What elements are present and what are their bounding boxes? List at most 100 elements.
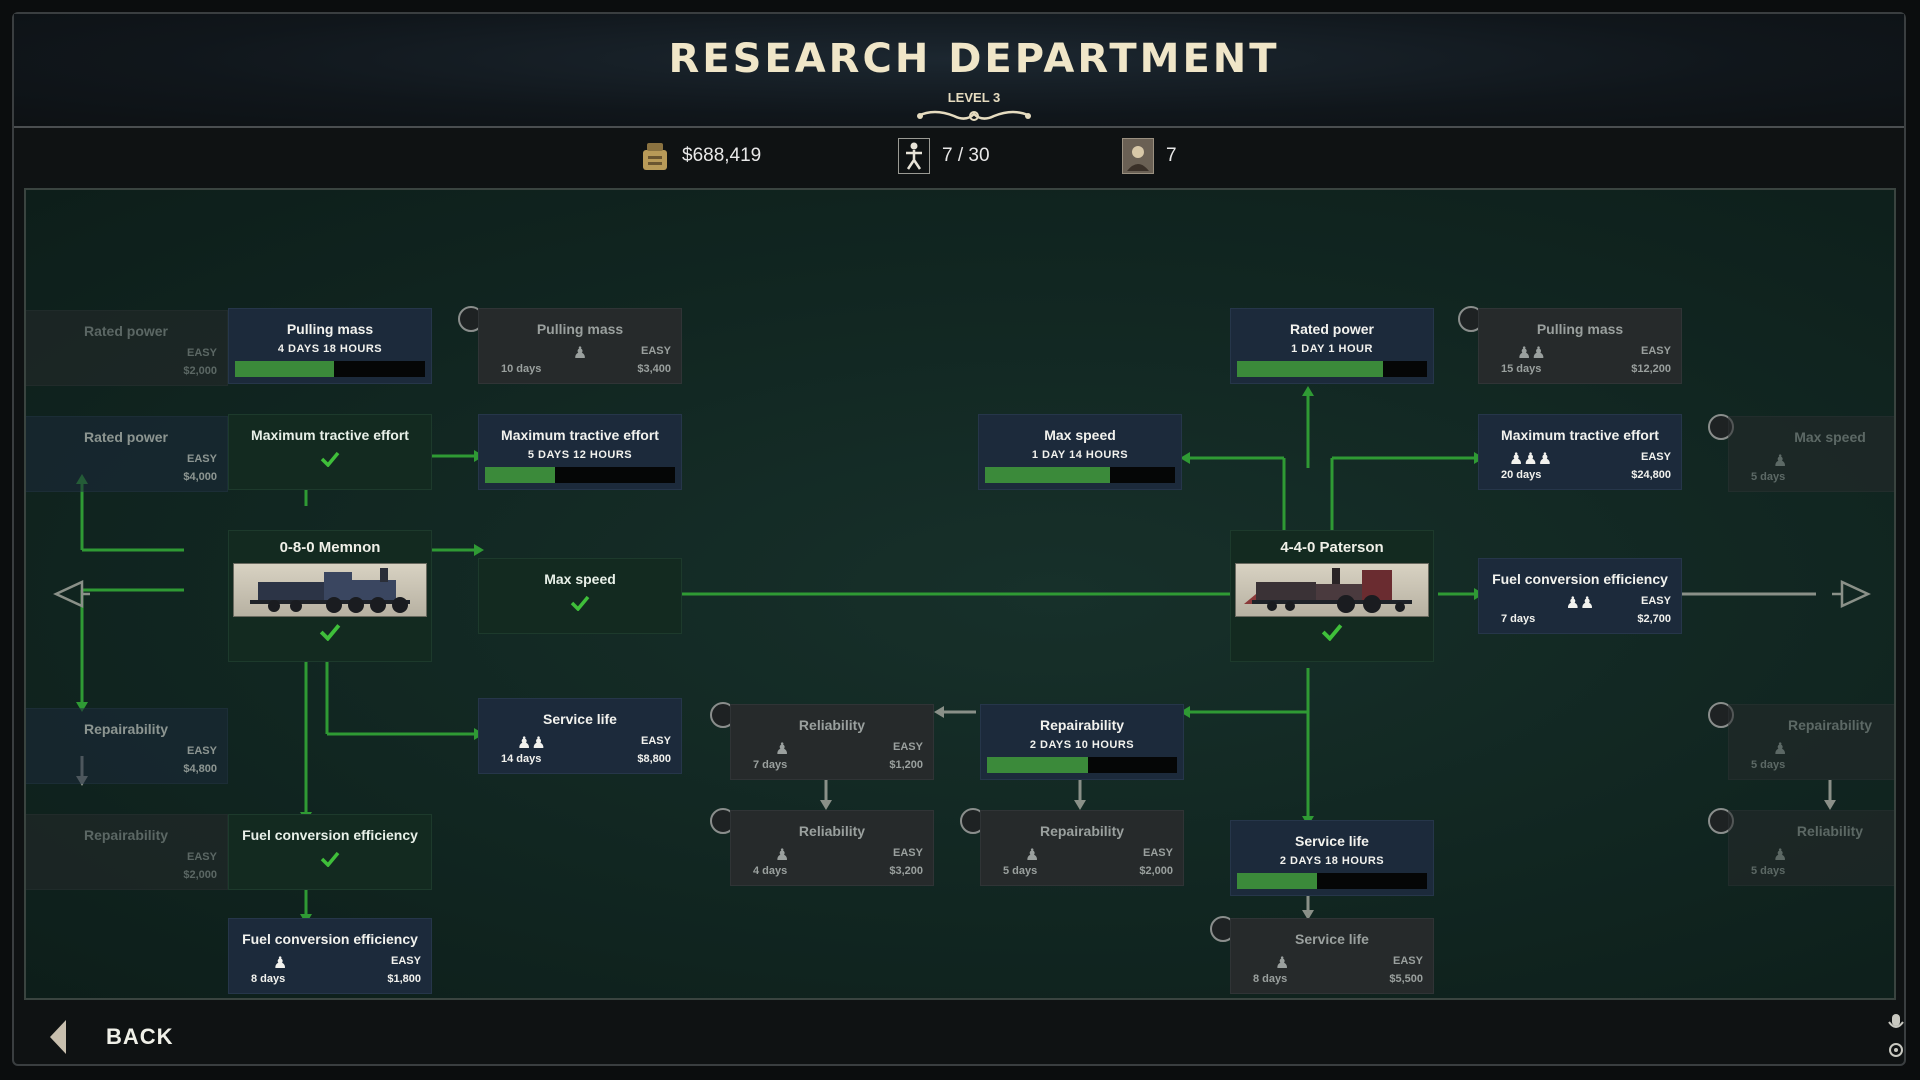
- node-difficulty: EASY: [187, 851, 217, 863]
- node-pulling-mass-paterson-locked[interactable]: Pulling mass ♟♟ EASY 15 days $12,200: [1478, 308, 1682, 384]
- node-difficulty: EASY: [1641, 595, 1671, 607]
- node-fuel-conv-memnon[interactable]: Fuel conversion efficiency ♟ EASY 8 days…: [228, 918, 432, 994]
- node-cost: $8,800: [637, 753, 671, 765]
- node-days: 15 days: [1501, 363, 1542, 375]
- back-arrow-icon: [50, 1020, 66, 1054]
- node-repairability-far-left[interactable]: Repairability EASY $4,800: [26, 708, 228, 784]
- node-rated-power-paterson[interactable]: Rated power 1 DAY 1 HOUR: [1230, 308, 1434, 384]
- locomotive-memnon[interactable]: 0-8-0 Memnon: [228, 530, 432, 662]
- checkmark-icon: [479, 595, 681, 616]
- worker-single-icon: ♟: [1025, 847, 1040, 864]
- money-bag-icon: [640, 139, 670, 173]
- node-rated-power-left[interactable]: Rated power EASY $4,000: [26, 416, 228, 492]
- node-service-life-memnon[interactable]: Service life ♟♟ EASY 14 days $8,800: [478, 698, 682, 774]
- node-days: 10 days: [501, 363, 542, 375]
- worker-icon: [898, 138, 930, 174]
- stats-bar: $688,419 7 / 30 7: [0, 130, 1920, 180]
- node-cost: $12,200: [1631, 363, 1671, 375]
- node-max-speed-done[interactable]: Max speed: [478, 558, 682, 634]
- node-name: Maximum tractive effort: [251, 427, 409, 443]
- node-days: 5 days: [1751, 471, 1786, 483]
- node-name: Rated power: [1289, 321, 1374, 337]
- locomotive-image: [233, 563, 427, 617]
- scientists-stat: 7: [1122, 138, 1177, 174]
- node-cost: $2,000: [183, 869, 217, 881]
- worker-pair-icon: ♟♟: [517, 735, 546, 752]
- node-service-life-paterson[interactable]: Service life 2 DAYS 18 HOURS: [1230, 820, 1434, 896]
- progress-bar: [235, 361, 425, 377]
- node-cost: $1,800: [387, 973, 421, 985]
- node-service-life-locked[interactable]: Service life ♟ EASY 8 days $5,500: [1230, 918, 1434, 994]
- node-cost: $24,800: [1631, 469, 1671, 481]
- node-time-remaining: 5 DAYS 12 HOURS: [527, 449, 633, 461]
- node-fuel-conv-paterson[interactable]: Fuel conversion efficiency ♟♟ EASY 7 day…: [1478, 558, 1682, 634]
- department-level: LEVEL 3: [947, 90, 1001, 105]
- node-days: 5 days: [1003, 865, 1038, 877]
- node-cost: $1,200: [889, 759, 923, 771]
- node-days: 4 days: [753, 865, 788, 877]
- node-time-remaining: 2 DAYS 18 HOURS: [1279, 855, 1385, 867]
- locomotive-icon: [250, 568, 410, 613]
- node-days: 7 days: [1501, 613, 1536, 625]
- node-reliability-b[interactable]: Reliability ♟ EASY 4 days $3,200: [730, 810, 934, 886]
- node-difficulty: EASY: [1393, 955, 1423, 967]
- progress-fill: [985, 467, 1111, 483]
- scientists-value: 7: [1166, 145, 1177, 166]
- node-cost: $3,200: [889, 865, 923, 877]
- money-value: $688,419: [682, 145, 762, 166]
- node-name: Service life: [543, 711, 617, 727]
- node-difficulty: EASY: [187, 453, 217, 465]
- locomotive-icon: [1244, 568, 1412, 613]
- locomotive-name: 4-4-0 Paterson: [1280, 539, 1384, 556]
- node-difficulty: EASY: [641, 345, 671, 357]
- node-max-tractive-paterson[interactable]: Maximum tractive effort ♟♟♟ EASY 20 days…: [1478, 414, 1682, 490]
- back-button[interactable]: BACK: [50, 1016, 174, 1058]
- worker-single-icon: ♟: [572, 345, 588, 362]
- microphone-icon[interactable]: [1888, 1014, 1904, 1028]
- workers-value: 7 / 30: [942, 145, 990, 166]
- node-reliability-a[interactable]: Reliability ♟ EASY 7 days $1,200: [730, 704, 934, 780]
- node-difficulty: EASY: [893, 847, 923, 859]
- node-days: 7 days: [753, 759, 788, 771]
- node-name: Reliability: [1796, 823, 1864, 839]
- node-max-tractive-memnon[interactable]: Maximum tractive effort 5 DAYS 12 HOURS: [478, 414, 682, 490]
- worker-pair-icon: ♟♟: [1565, 595, 1595, 612]
- node-max-speed-paterson[interactable]: Max speed 1 DAY 14 HOURS: [978, 414, 1182, 490]
- node-fuel-conv-done[interactable]: Fuel conversion efficiency: [228, 814, 432, 890]
- node-reliability-far-right[interactable]: Reliability ♟ 5 days: [1728, 810, 1894, 886]
- node-name: Max speed: [544, 571, 616, 587]
- worker-single-icon: ♟: [775, 741, 790, 758]
- node-repairability-far-left-b[interactable]: Repairability EASY $2,000: [26, 814, 228, 890]
- progress-bar: [485, 467, 675, 483]
- title-ornament-icon: [917, 110, 1031, 121]
- node-name: Repairability: [83, 827, 169, 843]
- node-repairability-paterson[interactable]: Repairability 2 DAYS 10 HOURS: [980, 704, 1184, 780]
- node-max-tractive-done[interactable]: Maximum tractive effort: [228, 414, 432, 490]
- node-pulling-mass-memnon[interactable]: Pulling mass 4 DAYS 18 HOURS: [228, 308, 432, 384]
- node-difficulty: EASY: [1143, 847, 1173, 859]
- node-days: 14 days: [501, 753, 542, 765]
- locomotive-paterson[interactable]: 4-4-0 Paterson: [1230, 530, 1434, 662]
- node-time-remaining: 1 DAY 1 HOUR: [1291, 343, 1373, 355]
- node-difficulty: EASY: [641, 735, 671, 747]
- research-tree-panel[interactable]: Rated power EASY $2,000 Rated power EASY…: [24, 188, 1896, 1000]
- progress-fill: [987, 757, 1088, 773]
- node-pulling-mass-locked[interactable]: Pulling mass ♟ EASY 10 days $3,400: [478, 308, 682, 384]
- worker-single-icon: ♟: [775, 847, 790, 864]
- checkmark-icon: [229, 451, 431, 472]
- node-repairability-locked[interactable]: Repairability ♟ EASY 5 days $2,000: [980, 810, 1184, 886]
- node-repairability-far-right[interactable]: Repairability ♟ 5 days: [1728, 704, 1894, 780]
- node-days: 5 days: [1751, 759, 1786, 771]
- node-rated-power-far-left[interactable]: Rated power EASY $2,000: [26, 310, 228, 386]
- node-difficulty: EASY: [391, 955, 421, 967]
- node-name: Reliability: [798, 823, 866, 839]
- node-name: Rated power: [83, 323, 168, 339]
- node-difficulty: EASY: [893, 741, 923, 753]
- target-icon[interactable]: [1889, 1043, 1903, 1057]
- worker-single-icon: ♟: [1773, 847, 1788, 864]
- worker-pair-icon: ♟♟: [1517, 345, 1546, 362]
- node-difficulty: EASY: [1641, 451, 1671, 463]
- progress-fill: [485, 467, 556, 483]
- node-max-speed-far-right[interactable]: Max speed ♟ 5 days: [1728, 416, 1894, 492]
- header: RESEARCH DEPARTMENT LEVEL 3: [14, 14, 1904, 128]
